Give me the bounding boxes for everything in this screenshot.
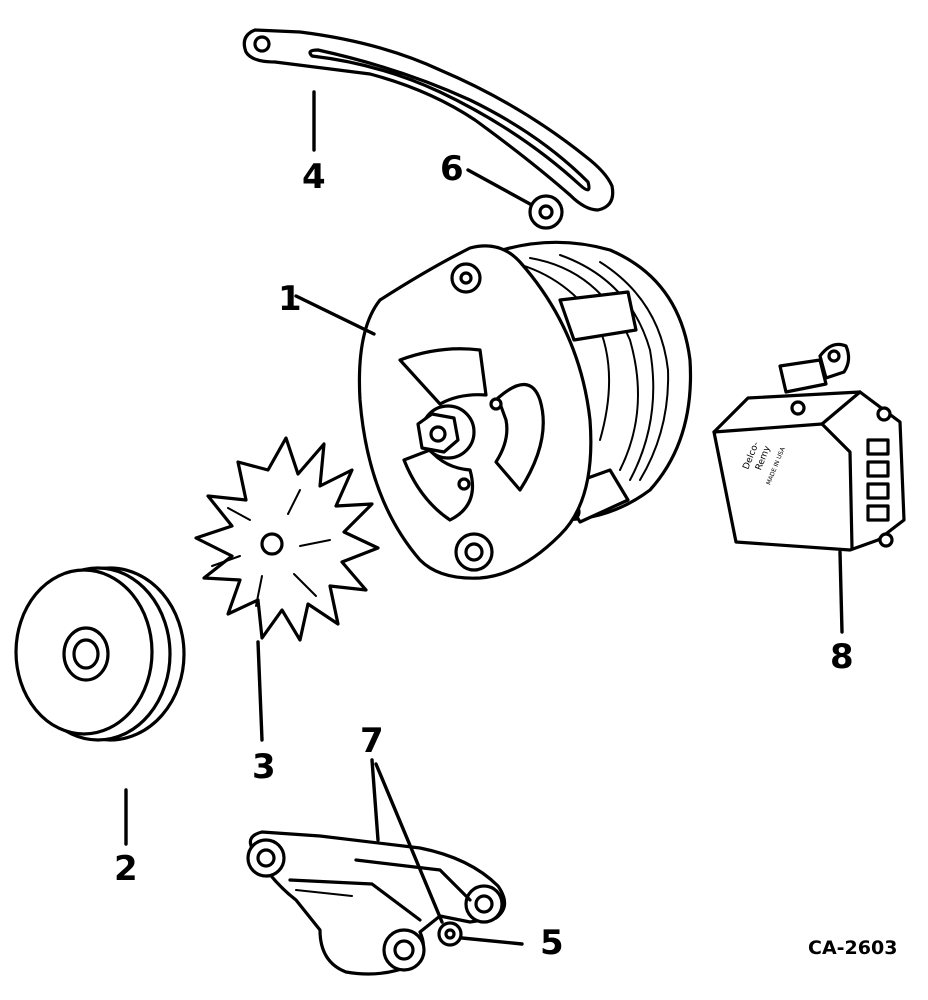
voltage-regulator: Delco- Remy MADE IN USA — [712, 342, 906, 552]
mounting-bracket — [246, 830, 507, 976]
callout-8: 8 — [830, 637, 854, 677]
pulley — [14, 566, 186, 742]
fan — [194, 436, 380, 642]
leader-lines — [124, 90, 844, 946]
alternator — [357, 240, 693, 580]
callout-2: 2 — [114, 849, 138, 889]
leader-3 — [256, 640, 264, 742]
callout-3: 3 — [252, 747, 276, 787]
leader-7a — [370, 758, 380, 842]
leader-8 — [838, 550, 844, 634]
leader-7b — [374, 762, 444, 924]
leader-5 — [460, 936, 524, 946]
callout-5: 5 — [540, 923, 564, 963]
callout-1: 1 — [278, 279, 302, 319]
washer — [528, 194, 564, 230]
adjusting-strap — [242, 28, 615, 212]
callout-7: 7 — [360, 721, 384, 761]
leader-6 — [466, 168, 532, 206]
leader-1 — [294, 294, 376, 336]
reference-code: CA-2603 — [808, 937, 897, 959]
nut — [437, 921, 463, 947]
callout-numbers: 1 2 3 4 5 6 7 8 — [114, 149, 854, 963]
callout-6: 6 — [440, 149, 464, 189]
callout-4: 4 — [302, 157, 326, 197]
